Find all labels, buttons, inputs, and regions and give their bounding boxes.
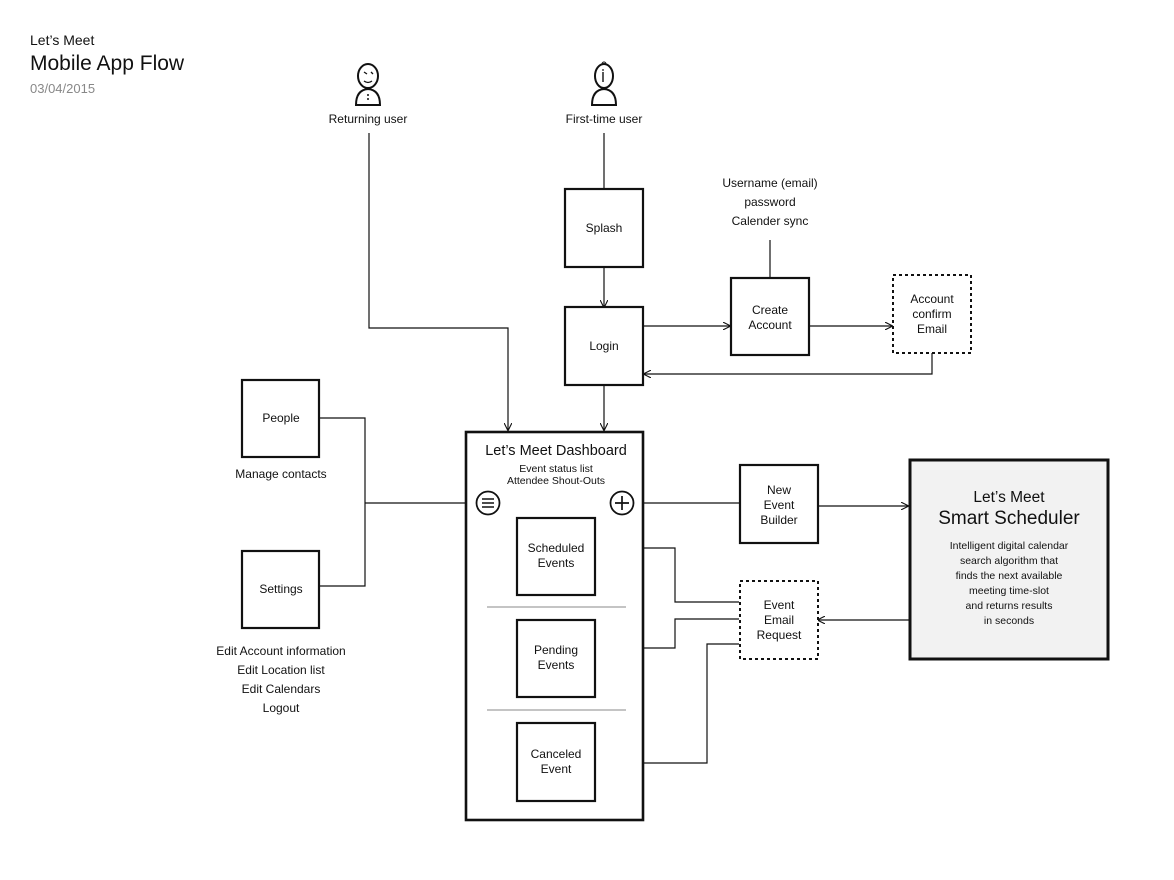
pending-line1: Pending [534, 643, 578, 657]
account-confirm-box [892, 274, 972, 354]
new-event-line1: New [767, 483, 791, 497]
create-field-3: Calender sync [732, 214, 809, 228]
smart-scheduler-box [908, 458, 1110, 661]
scheduler-desc-5: and returns results [966, 600, 1053, 612]
returning-user-label: Returning user [329, 112, 408, 126]
splash-label: Splash [586, 221, 623, 235]
dashboard-sub1: Event status list [519, 463, 593, 475]
settings-box [240, 549, 321, 630]
confirm-line2: confirm [912, 307, 951, 321]
scheduled-line2: Events [538, 556, 575, 570]
connector-email-canceled [595, 643, 739, 763]
menu-icon[interactable] [475, 490, 501, 516]
settings-note-4: Logout [263, 701, 300, 715]
page-date: 03/04/2015 [30, 81, 95, 96]
email-line2: Email [764, 613, 794, 627]
create-account-line2: Account [748, 318, 792, 332]
first-time-user-icon [590, 61, 618, 106]
app-name: Let’s Meet [30, 32, 94, 48]
scheduler-desc-2: search algorithm that [960, 555, 1058, 567]
dashboard-title: Let’s Meet Dashboard [485, 443, 627, 459]
scheduler-desc-1: Intelligent digital calendar [950, 540, 1069, 552]
settings-note-2: Edit Location list [237, 663, 325, 677]
settings-label: Settings [259, 582, 302, 596]
create-field-2: password [744, 195, 795, 209]
plus-icon[interactable] [609, 490, 635, 516]
pending-line2: Events [538, 658, 575, 672]
people-label: People [262, 411, 300, 425]
create-field-1: Username (email) [722, 176, 817, 190]
new-event-line2: Event [764, 498, 795, 512]
people-box [240, 378, 321, 459]
confirm-line1: Account [910, 292, 954, 306]
email-line1: Event [764, 598, 795, 612]
people-note: Manage contacts [235, 467, 326, 481]
connector-people-settings [320, 417, 366, 587]
event-email-request-box [739, 580, 819, 660]
pending-events-box[interactable] [515, 618, 597, 699]
settings-note-3: Edit Calendars [242, 682, 321, 696]
canceled-event-box[interactable] [515, 721, 597, 803]
scheduler-title2: Smart Scheduler [938, 508, 1080, 529]
connector-returning-dashboard [368, 133, 508, 430]
new-event-line3: Builder [760, 513, 797, 527]
settings-note-1: Edit Account information [216, 644, 345, 658]
scheduled-line1: Scheduled [528, 541, 585, 555]
page-title: Mobile App Flow [30, 52, 185, 75]
confirm-line3: Email [917, 322, 947, 336]
create-account-box [729, 276, 811, 357]
canceled-line1: Canceled [531, 747, 582, 761]
scheduler-desc-6: in seconds [984, 615, 1034, 627]
scheduler-desc-3: finds the next available [956, 570, 1063, 582]
create-account-line1: Create [752, 303, 788, 317]
new-event-builder-box [738, 463, 820, 545]
connector-confirm-login [644, 353, 933, 374]
login-label: Login [589, 339, 618, 353]
scheduled-events-box[interactable] [515, 516, 597, 597]
first-time-user-label: First-time user [566, 112, 643, 126]
scheduler-title1: Let’s Meet [973, 489, 1045, 506]
dashboard-sub2: Attendee Shout-Outs [507, 475, 605, 487]
scheduler-desc-4: meeting time-slot [969, 585, 1049, 597]
returning-user-icon [354, 63, 382, 106]
canceled-line2: Event [541, 762, 572, 776]
email-line3: Request [757, 628, 802, 642]
login-box [563, 305, 645, 387]
splash-box [563, 187, 645, 269]
